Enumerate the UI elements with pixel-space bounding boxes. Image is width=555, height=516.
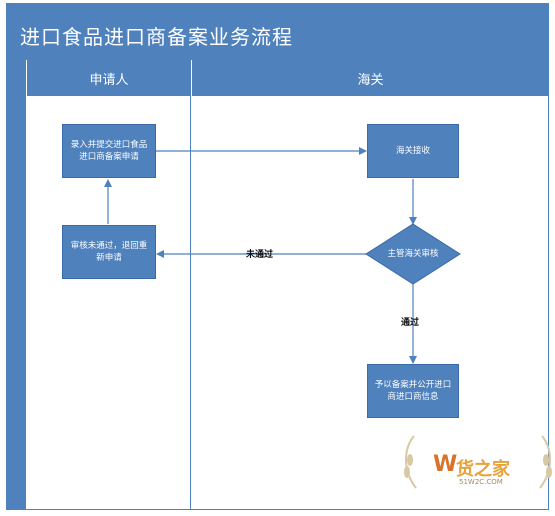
node-result-label: 予以备案并公开进口商进口商信息 xyxy=(374,380,452,402)
lane-label-applicant: 申请人 xyxy=(89,72,129,88)
edge-label-pass: 通过 xyxy=(401,318,420,328)
node-accept-label: 海关接收 xyxy=(395,146,430,156)
lane-label-customs: 海关 xyxy=(357,72,384,88)
page-title: 进口食品进口商备案业务流程 xyxy=(20,25,293,49)
decision-diamond-review xyxy=(365,223,461,285)
edge-label-fail: 未通过 xyxy=(246,250,274,260)
watermark-logo-letter: W xyxy=(433,452,458,477)
node-review-label: 主管海关审核 xyxy=(387,249,439,259)
watermark-logo-graphic xyxy=(404,435,552,489)
node-filing-result: 予以备案并公开进口商进口商信息 xyxy=(367,364,459,418)
node-reject-label: 审核未通过，退回重新申请 xyxy=(70,241,148,263)
lane-header-applicant: 申请人 xyxy=(26,60,191,96)
node-review-rejected: 审核未通过，退回重新申请 xyxy=(62,225,156,279)
node-submit-label: 录入并提交进口食品进口商备案申请 xyxy=(70,140,148,162)
node-customs-accept: 海关接收 xyxy=(367,124,459,178)
lane-header-customs: 海关 xyxy=(191,60,549,96)
watermark-brand-name: 货之家 xyxy=(456,459,510,480)
title-bar: 进口食品进口商备案业务流程 xyxy=(6,3,549,60)
pool-left-band xyxy=(6,60,26,510)
node-submit-application: 录入并提交进口食品进口商备案申请 xyxy=(62,124,156,178)
watermark-domain: 51W2C.COM xyxy=(459,478,503,486)
lane-separator xyxy=(190,96,191,510)
